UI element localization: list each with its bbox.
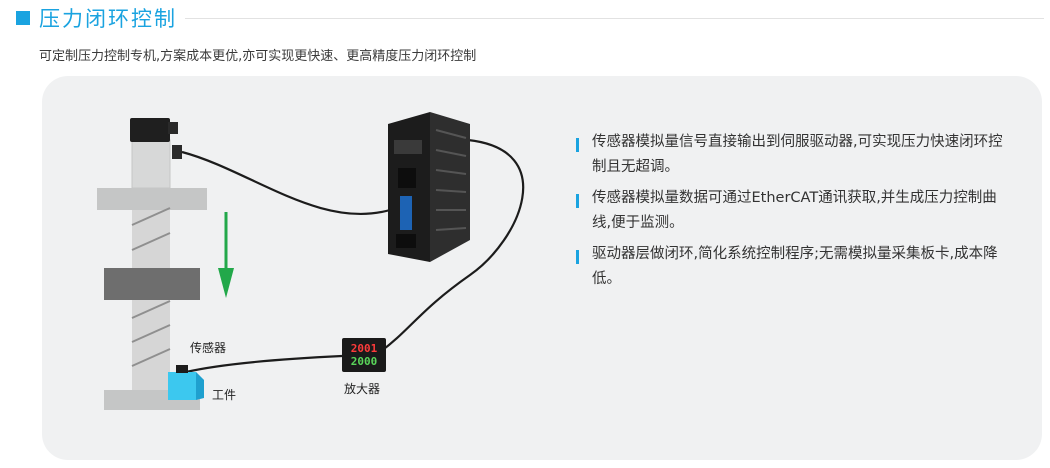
feature-text: 传感器模拟量信号直接输出到伺服驱动器,可实现压力快速闭环控制且无超调。: [592, 134, 1003, 175]
feature-item: 传感器模拟量数据可通过EtherCAT通讯获取,并生成压力控制曲线,便于监测。: [574, 186, 1004, 236]
connection-cables: [181, 138, 525, 374]
workpiece-block: [168, 365, 204, 400]
bullet-marker-icon: [576, 138, 579, 152]
section-subtitle: 可定制压力控制专机,方案成本更优,亦可实现更快速、更高精度压力闭环控制: [39, 49, 477, 64]
feature-item: 传感器模拟量信号直接输出到伺服驱动器,可实现压力快速闭环控制且无超调。: [574, 130, 1004, 180]
amplifier-display-line1: 2001: [351, 342, 378, 355]
workpiece-label: 工件: [212, 388, 236, 402]
feature-item: 驱动器层做闭环,简化系统控制程序;无需模拟量采集板卡,成本降低。: [574, 242, 1004, 292]
header-square-icon: [16, 11, 30, 25]
amplifier-device: 2001 2000: [342, 338, 386, 372]
amplifier-label: 放大器: [344, 381, 380, 396]
sensor-label: 传感器: [190, 340, 226, 355]
feature-text: 传感器模拟量数据可通过EtherCAT通讯获取,并生成压力控制曲线,便于监测。: [592, 190, 997, 231]
section-title: 压力闭环控制: [39, 7, 177, 31]
section-header: 压力闭环控制: [14, 6, 1044, 31]
bullet-marker-icon: [576, 194, 579, 208]
feature-list: 传感器模拟量信号直接输出到伺服驱动器,可实现压力快速闭环控制且无超调。 传感器模…: [574, 130, 1004, 298]
feature-text: 驱动器层做闭环,简化系统控制程序;无需模拟量采集板卡,成本降低。: [592, 246, 998, 287]
amplifier-display-line2: 2000: [351, 355, 378, 368]
bullet-marker-icon: [576, 250, 579, 264]
diagram-panel: [42, 76, 1042, 460]
press-machine: [97, 118, 207, 410]
downward-arrow-icon: [218, 212, 234, 298]
header-divider: [185, 17, 1044, 19]
servo-drive: [388, 112, 470, 262]
